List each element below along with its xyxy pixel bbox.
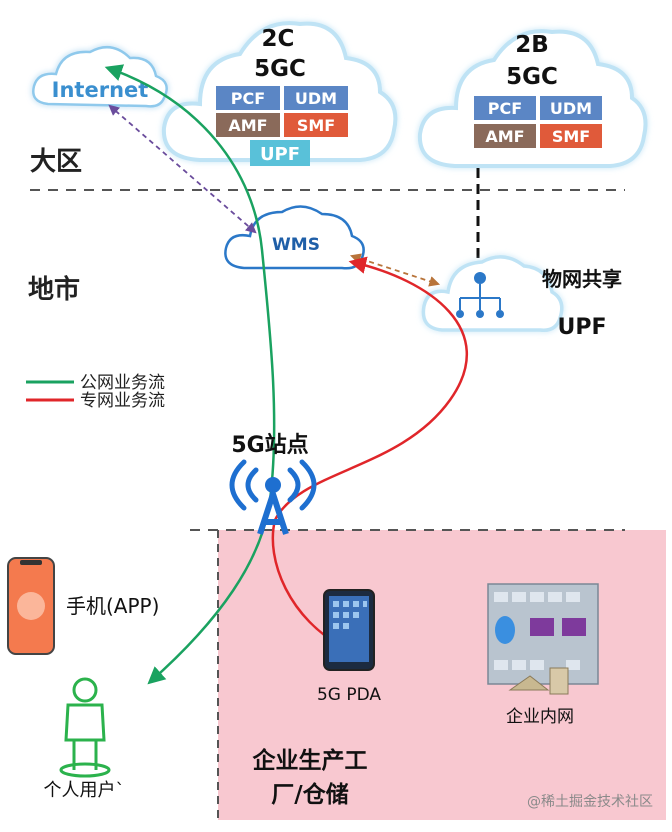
public-flow-line: [104, 64, 276, 685]
pda-label: 5G PDA: [317, 685, 381, 705]
wms-label: WMS: [272, 235, 320, 255]
phone-label: 手机(APP): [66, 594, 159, 618]
network-hub-icon: [456, 272, 504, 318]
shared-upf-label-2: UPF: [557, 315, 606, 340]
nf-box-udm-2b: [540, 96, 602, 120]
base-station: 5G站点: [229, 432, 317, 535]
nf-label-pcf-2b: PCF: [488, 99, 522, 118]
nf-label-pcf: PCF: [231, 89, 265, 108]
building-icon: [487, 583, 599, 695]
nf-label-amf-2b: AMF: [485, 127, 524, 146]
nf-box-pcf-2b: [474, 96, 536, 120]
legend-public-label: 公网业务流: [80, 373, 165, 393]
enterprise-label-1: 企业生产工: [252, 747, 368, 774]
upf-label-2c: UPF: [260, 144, 300, 165]
enterprise-intranet: 企业内网: [487, 583, 599, 727]
legend: 公网业务流 专网业务流: [26, 373, 165, 411]
pda-device: 5G PDA: [317, 589, 381, 705]
enterprise-label-2: 厂/仓储: [271, 781, 348, 808]
antenna-hub-icon: [265, 477, 281, 493]
private-flow-line: [271, 256, 468, 650]
user-icon: [59, 677, 111, 778]
cloud-2b-title: 2B: [515, 32, 549, 58]
upf-box-2c: [250, 140, 310, 166]
watermark: @稀土掘金技术社区: [527, 794, 653, 810]
cloud-2c-title: 2C: [262, 26, 295, 52]
antenna-icon: [229, 459, 317, 511]
personal-user-label: 个人用户`: [44, 780, 125, 801]
cloud-2c-subtitle: 5GC: [254, 56, 306, 82]
nf-label-smf-2b: SMF: [552, 127, 590, 146]
wms-cloud: WMS: [224, 205, 365, 270]
cloud-2b-5gc: 2B 5GC PCF UDM AMF SMF: [417, 29, 648, 168]
personal-user: 个人用户`: [44, 677, 125, 801]
tower-icon: [257, 491, 289, 535]
internet-cloud: Internet: [32, 45, 168, 108]
shared-upf-label-1: 物网共享: [542, 267, 622, 291]
nf-box-amf-2b: [474, 124, 536, 148]
intranet-label: 企业内网: [506, 707, 574, 727]
nf-label-amf: AMF: [228, 116, 267, 135]
link-wms-upf: [349, 253, 441, 287]
cloud-2c-5gc: 2C 5GC PCF UDM AMF SMF UPF: [161, 21, 398, 166]
phone-device: 手机(APP): [7, 557, 159, 655]
nf-box-smf-2b: [540, 124, 602, 148]
nf-label-udm: UDM: [295, 89, 337, 108]
internet-label: Internet: [52, 78, 149, 102]
nf-label-udm-2b: UDM: [550, 99, 592, 118]
cloud-2b-subtitle: 5GC: [506, 64, 558, 90]
enterprise-zone: [218, 530, 666, 820]
nf-label-smf: SMF: [297, 116, 335, 135]
base-station-label: 5G站点: [231, 432, 308, 458]
nf-box-smf: [284, 113, 348, 137]
legend-private-label: 专网业务流: [80, 391, 165, 411]
shared-upf-cloud: 物网共享 UPF: [421, 255, 622, 340]
nf-box-udm: [284, 86, 348, 110]
city-label: 地市: [28, 274, 80, 305]
region-label: 大区: [30, 147, 82, 177]
